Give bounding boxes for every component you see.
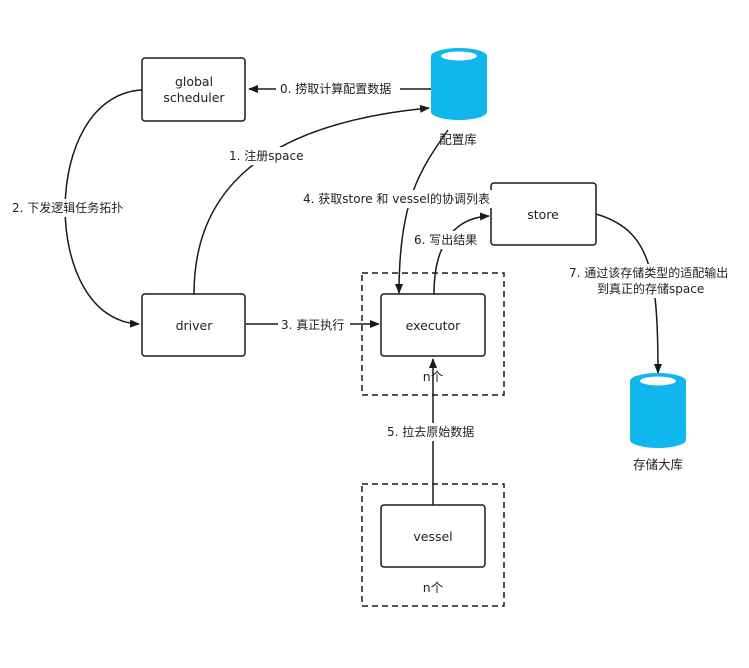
global-scheduler-line1: global xyxy=(175,74,213,89)
edge-1 xyxy=(193,104,430,295)
edge-7-label-line1: 7. 通过该存储类型的适配输出 xyxy=(569,265,728,280)
edge-1-label: 1. 注册space xyxy=(229,148,303,163)
executor-node: executor xyxy=(380,293,486,357)
edge-3-label: 3. 真正执行 xyxy=(281,318,344,332)
driver-label: driver xyxy=(176,318,214,333)
vessel-group-label: n个 xyxy=(423,580,444,595)
config-db-icon xyxy=(431,48,487,120)
storage-db-icon xyxy=(630,373,686,448)
vessel-node: vessel xyxy=(380,504,486,568)
edge-7 xyxy=(595,213,662,374)
edge-6 xyxy=(433,212,490,295)
global-scheduler-line2: scheduler xyxy=(163,90,225,105)
storage-db-label: 存储大库 xyxy=(633,457,683,472)
edge-0-label: 0. 捞取计算配置数据 xyxy=(280,81,391,96)
executor-label: executor xyxy=(406,318,462,333)
global-scheduler-node: global scheduler xyxy=(141,57,246,122)
edge-2-label: 2. 下发逻辑任务拓扑 xyxy=(12,200,123,215)
store-label: store xyxy=(527,207,559,222)
edge-5-label: 5. 拉去原始数据 xyxy=(387,424,474,439)
store-node: store xyxy=(490,182,597,246)
config-db-label: 配置库 xyxy=(439,132,477,147)
edge-4 xyxy=(395,129,449,294)
edge-6-label: 6. 写出结果 xyxy=(414,233,477,247)
edge-7-label-line2: 到真正的存储space xyxy=(597,281,704,296)
driver-node: driver xyxy=(141,293,246,357)
edge-4-label: 4. 获取store 和 vessel的协调列表 xyxy=(303,191,490,206)
vessel-label: vessel xyxy=(413,529,452,544)
